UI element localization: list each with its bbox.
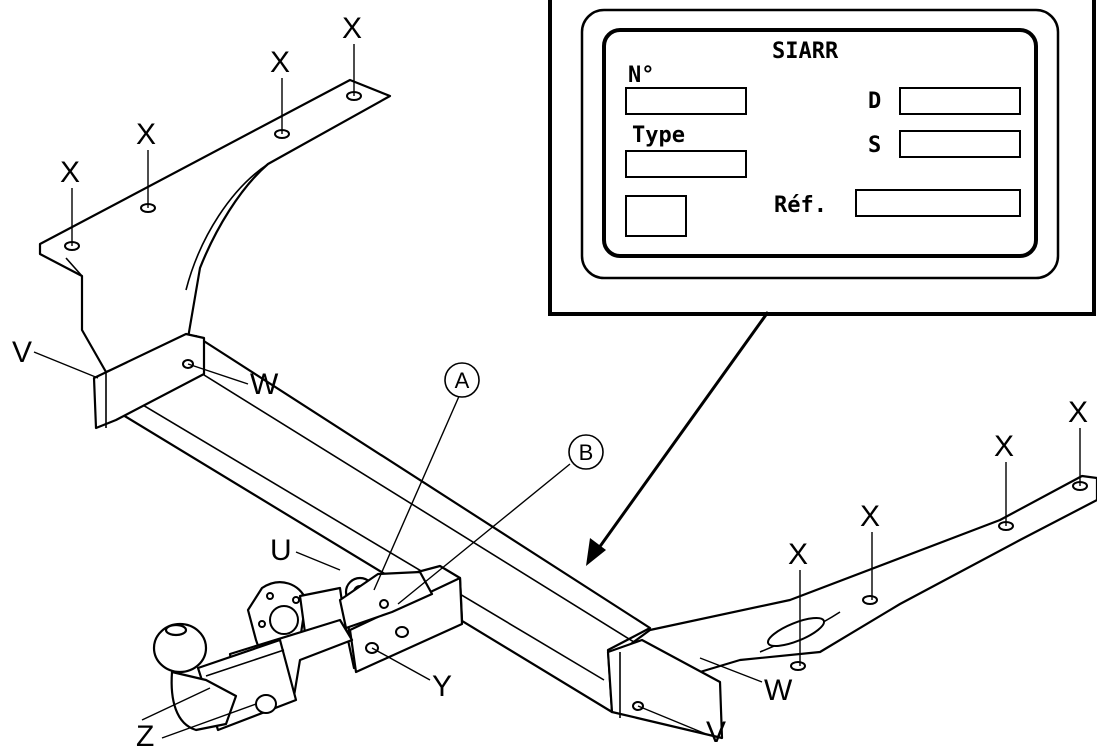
callout-x-7: X [994, 430, 1014, 463]
callout-a: A [444, 362, 480, 398]
callout-x-4: X [342, 12, 362, 45]
callout-v-right: V [706, 716, 726, 747]
plate-d-field [899, 87, 1021, 115]
plate-location-arrow [586, 311, 770, 566]
right-bracket-hole-2 [862, 595, 878, 605]
tow-ball-mount-hole [255, 694, 277, 714]
right-end-plate [606, 638, 724, 740]
plate-ref-label: Réf. [774, 193, 827, 218]
callout-a-label: A [455, 368, 470, 393]
plate-type-label: Type [632, 123, 685, 148]
release-mechanism [338, 570, 434, 630]
callout-w-left: W [250, 368, 279, 401]
callout-b: B [568, 434, 604, 470]
plate-ref-field [855, 189, 1021, 217]
callout-x-6: X [860, 500, 880, 533]
callout-x-2: X [136, 118, 156, 151]
callout-x-3: X [270, 46, 290, 79]
callout-v-left: V [12, 336, 32, 369]
plate-s-label: S [868, 133, 881, 158]
tow-ball-assembly [152, 618, 354, 732]
right-bracket-hole-1 [790, 661, 806, 671]
plate-s-field [899, 130, 1021, 158]
plate-number-label: N° [628, 63, 655, 88]
callout-x-8: X [1068, 396, 1088, 429]
callout-w-right: W [764, 674, 793, 707]
callout-y: Y [432, 670, 452, 703]
callout-x-5: X [788, 538, 808, 571]
callout-u: U [270, 534, 292, 567]
plate-type-field [625, 150, 747, 178]
socket-center [269, 605, 299, 635]
leader-lines [33, 44, 1081, 739]
left-end-plate [92, 332, 206, 430]
plate-square-box [625, 195, 687, 237]
tow-ball [152, 622, 208, 674]
plate-d-label: D [868, 89, 881, 114]
right-bracket [618, 474, 1097, 674]
center-mount-hole-2 [395, 626, 409, 638]
callout-z: Z [136, 720, 154, 747]
left-bracket [38, 78, 392, 374]
plate-number-field [625, 87, 747, 115]
plate-brand: SIARR [772, 39, 839, 64]
identification-plate-inset: SIARR N° Type D S Réf. [548, 0, 1096, 316]
callout-x-1: X [60, 156, 80, 189]
callout-b-label: B [579, 440, 594, 465]
